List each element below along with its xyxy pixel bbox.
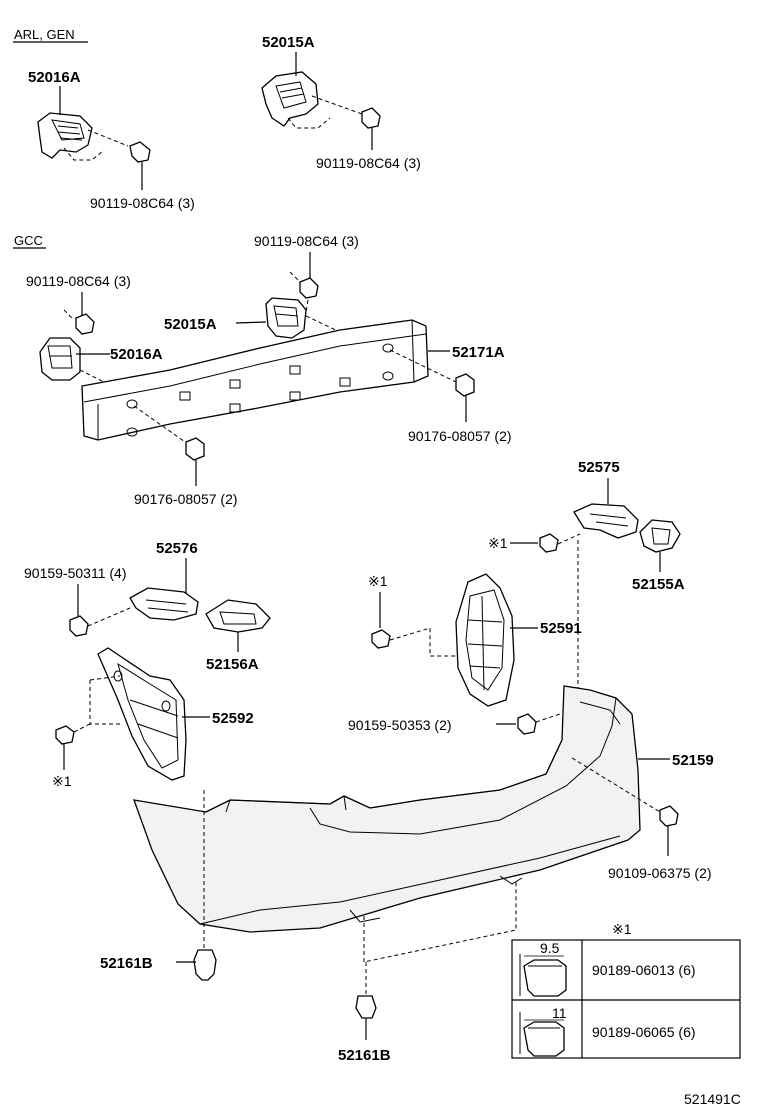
label-52161B-left: 52161B bbox=[100, 955, 153, 972]
bolt-top-right[interactable] bbox=[361, 107, 381, 129]
section-label-gcc: GCC bbox=[14, 233, 43, 248]
reinforcement-52171A[interactable] bbox=[81, 319, 429, 441]
bolt-52576[interactable] bbox=[69, 615, 89, 637]
label-screw-52159: 90109-06375 (2) bbox=[608, 865, 712, 881]
legend-row-1-dimension: 9.5 bbox=[540, 940, 560, 956]
bracket-52015A-top[interactable] bbox=[261, 71, 319, 127]
clip-legend: ※1 9.5 90189-06013 (6) 11 90189-06065 (6… bbox=[511, 921, 741, 1059]
bumper-cover-52159[interactable] bbox=[133, 685, 641, 933]
bolt-52591[interactable] bbox=[517, 713, 537, 735]
label-bolt-52576: 90159-50311 (4) bbox=[24, 565, 126, 581]
label-52015A-gcc: 52015A bbox=[164, 316, 217, 333]
label-52576: 52576 bbox=[156, 540, 198, 557]
label-52161B-bottom: 52161B bbox=[338, 1047, 391, 1064]
label-spacer-right: 90176-08057 (2) bbox=[408, 428, 512, 444]
label-52159: 52159 bbox=[672, 752, 714, 769]
mark-52591: ※1 bbox=[368, 573, 388, 589]
clip-52592[interactable] bbox=[55, 725, 75, 745]
label-52591: 52591 bbox=[540, 620, 582, 637]
legend-row-2-part: 90189-06065 (6) bbox=[592, 1024, 696, 1040]
clip-52591[interactable] bbox=[371, 629, 391, 649]
label-52015A-top: 52015A bbox=[262, 34, 315, 51]
pin-52161B-left[interactable] bbox=[193, 949, 217, 981]
spacer-right[interactable] bbox=[455, 373, 475, 397]
screw-52159[interactable] bbox=[659, 805, 679, 827]
bracket-52156A[interactable] bbox=[205, 599, 271, 633]
clip-52575[interactable] bbox=[539, 533, 559, 553]
support-52591[interactable] bbox=[455, 573, 515, 707]
label-bolt-gcc-left: 90119-08C64 (3) bbox=[26, 273, 131, 289]
bracket-52016A-gcc[interactable] bbox=[39, 337, 81, 381]
label-52592: 52592 bbox=[212, 710, 254, 727]
bracket-52015A-gcc[interactable] bbox=[265, 297, 307, 339]
label-52575: 52575 bbox=[578, 459, 620, 476]
label-bolt-gcc-right: 90119-08C64 (3) bbox=[254, 233, 359, 249]
diagram-code: 521491C bbox=[684, 1091, 741, 1107]
label-52171A: 52171A bbox=[452, 344, 505, 361]
mark-52592: ※1 bbox=[52, 773, 72, 789]
section-label-arl-gen: ARL, GEN bbox=[14, 27, 75, 42]
spacer-left[interactable] bbox=[185, 437, 205, 461]
label-52156A: 52156A bbox=[206, 656, 259, 673]
label-52016A-top: 52016A bbox=[28, 69, 81, 86]
bracket-52155A[interactable] bbox=[639, 519, 681, 553]
legend-row-2: 11 90189-06065 (6) bbox=[519, 1005, 696, 1057]
label-bolt-top-right: 90119-08C64 (3) bbox=[316, 155, 421, 171]
legend-row-2-dimension: 11 bbox=[552, 1005, 567, 1021]
bolt-gcc-left[interactable] bbox=[75, 313, 95, 335]
legend-row-1: 9.5 90189-06013 (6) bbox=[519, 940, 696, 997]
label-52016A-gcc: 52016A bbox=[110, 346, 163, 363]
mark-52575: ※1 bbox=[488, 535, 508, 551]
section-bumper-assembly: 52575 ※1 52155A 52576 90159-5 bbox=[24, 459, 714, 1064]
legend-row-1-part: 90189-06013 (6) bbox=[592, 962, 696, 978]
pin-52161B-bottom[interactable] bbox=[355, 995, 377, 1019]
bolt-gcc-right[interactable] bbox=[299, 277, 319, 299]
legend-title: ※1 bbox=[612, 921, 632, 937]
section-arl-gen: ARL, GEN 52016A 90119-08C64 (3) 52015A bbox=[13, 27, 421, 211]
label-52155A: 52155A bbox=[632, 576, 685, 593]
retainer-52575[interactable] bbox=[573, 503, 639, 539]
label-bolt-top-left: 90119-08C64 (3) bbox=[90, 195, 195, 211]
label-bolt-52591: 90159-50353 (2) bbox=[348, 717, 452, 733]
support-52592[interactable] bbox=[97, 647, 187, 781]
bolt-top-left[interactable] bbox=[129, 141, 151, 163]
retainer-52576[interactable] bbox=[129, 587, 199, 621]
bracket-52016A-top[interactable] bbox=[37, 112, 93, 159]
section-gcc: GCC 90119-08C64 (3) 90119-08C64 (3) 5201… bbox=[13, 233, 512, 507]
label-spacer-left: 90176-08057 (2) bbox=[134, 491, 238, 507]
